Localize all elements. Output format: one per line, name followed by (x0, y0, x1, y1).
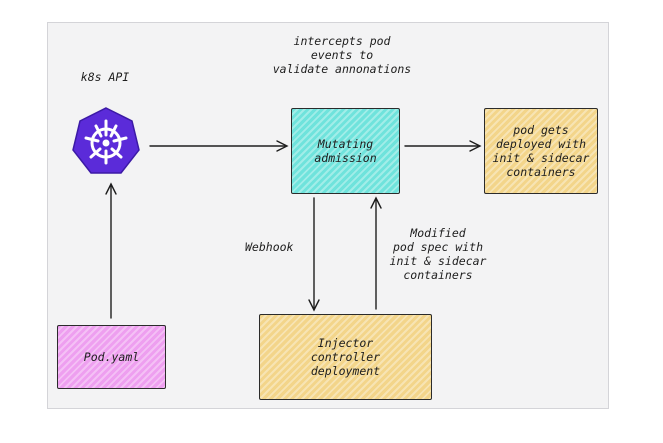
intercept-note: intercepts pod events to validate annona… (272, 34, 412, 76)
pod-deployed-node: pod gets deployed with init & sidecar co… (484, 108, 598, 194)
pod-yaml-label: Pod.yaml (83, 350, 140, 364)
k8s-api-label: k8s API (80, 70, 130, 84)
pod-deployed-label: pod gets deployed with init & sidecar co… (492, 123, 590, 179)
injector-controller-label: Injector controller deployment (310, 336, 381, 378)
mutating-admission-label: Mutating admission (314, 137, 377, 165)
injector-controller-node: Injector controller deployment (259, 314, 432, 400)
kubernetes-icon (72, 107, 140, 174)
modified-pod-spec-label: Modified pod spec with init & sidecar co… (389, 226, 487, 282)
mutating-admission-node: Mutating admission (291, 108, 400, 194)
arrow-webhook (308, 197, 320, 312)
arrow-podyaml-to-api (105, 182, 117, 319)
arrow-api-to-mutating (149, 140, 289, 152)
webhook-label: Webhook (245, 240, 294, 254)
pod-yaml-node: Pod.yaml (57, 325, 166, 389)
arrow-mutating-to-deployed (404, 140, 482, 152)
arrow-modified-spec (370, 196, 382, 310)
